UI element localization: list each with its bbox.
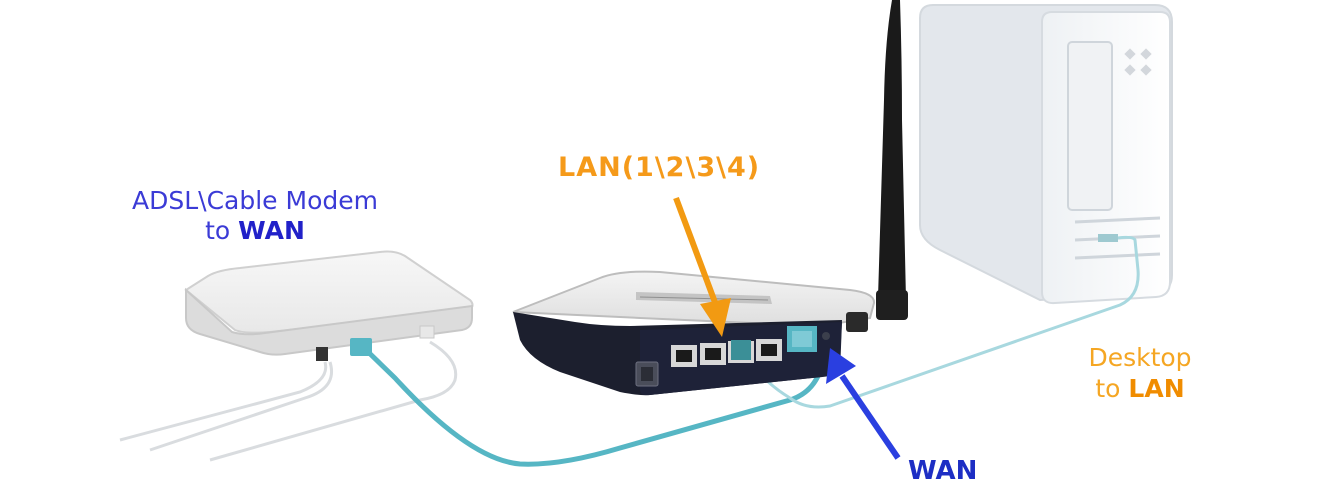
modem-label-line1: ADSL\Cable Modem bbox=[132, 186, 378, 215]
desktop-tower-icon bbox=[919, 4, 1173, 305]
modem-to-wan-label: ADSL\Cable Modem to WAN bbox=[110, 186, 400, 246]
lan-ports-label: LAN(1\2\3\4) bbox=[558, 152, 761, 183]
desktop-label-line2: to LAN bbox=[1075, 373, 1205, 404]
power-cables bbox=[119, 340, 458, 462]
modem-label-line2: to WAN bbox=[110, 216, 400, 246]
cable-lan-to-desktop bbox=[738, 235, 1140, 409]
desktop-label-to: to bbox=[1095, 374, 1121, 403]
desktop-to-lan-label: Desktop to LAN bbox=[1075, 342, 1205, 404]
adsl-modem-icon bbox=[184, 250, 474, 361]
wan-arrow bbox=[826, 348, 901, 460]
antenna-icon bbox=[876, 0, 908, 320]
desktop-label-line1: Desktop bbox=[1088, 343, 1192, 372]
wireless-router-icon bbox=[512, 270, 875, 396]
lan-arrow bbox=[673, 196, 731, 337]
cable-modem-to-wan bbox=[360, 344, 825, 467]
modem-label-to: to bbox=[205, 216, 231, 245]
wan-port-label: WAN bbox=[908, 456, 978, 486]
desktop-label-lan: LAN bbox=[1128, 374, 1185, 403]
modem-label-wan: WAN bbox=[238, 216, 305, 245]
